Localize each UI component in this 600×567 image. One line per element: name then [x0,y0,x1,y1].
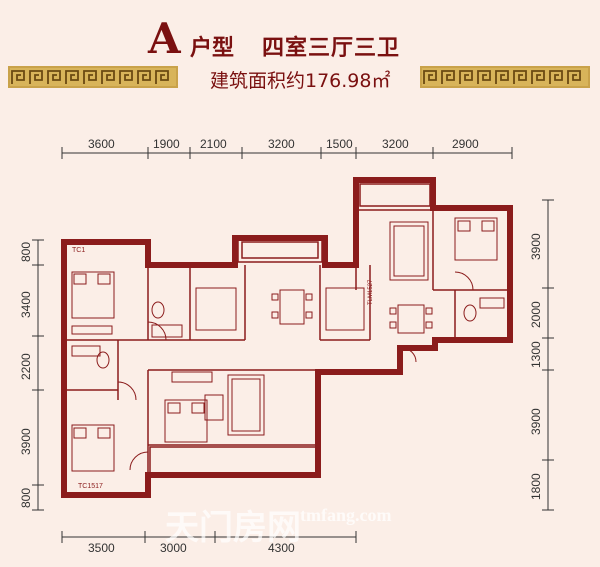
top-dim-label: 3600 [88,137,115,151]
top-dim-label: 2100 [200,137,227,151]
bottom-dim-label: 3000 [160,541,187,555]
balcony-top [237,237,323,263]
right-dim-label: 3900 [529,233,543,260]
left-dim-label: 800 [19,488,33,508]
bedroom-1-furniture [71,271,115,335]
window-label-tlm1527: TLM1527 [368,279,374,305]
plan-area: 建筑面积约176.98㎡ [210,70,391,92]
window-label-tc1: TC1 [72,247,85,254]
living-room-furniture [204,374,265,436]
dining-table [271,289,313,325]
left-dim-label: 2200 [19,353,33,380]
right-dim-label: 3900 [529,408,543,435]
bathroom-fixtures [71,297,505,369]
kitchen-counter [195,287,365,331]
top-dim-label: 3200 [268,137,295,151]
plan-type-word: 户型 [190,36,235,61]
top-dim-label: 1900 [153,137,180,151]
left-dimension-line: 800 3400 2200 3900 800 [19,239,44,511]
dining-table-2 [389,304,433,334]
top-dim-label: 2900 [452,137,479,151]
plan-rooms: 四室三厅三卫 [262,36,401,61]
bottom-dim-label: 3500 [88,541,115,555]
title-area: A 户型 四室三厅三卫 建筑面积约176.98㎡ [0,0,600,100]
bedroom-3-furniture [164,371,213,443]
bay-window-bottom [149,446,317,474]
floor-plan: 3600 1900 2100 3200 1500 3200 2900 3500 … [19,137,554,555]
right-dim-label: 1800 [529,473,543,500]
bedroom-2-furniture [71,424,115,472]
left-dim-label: 800 [19,242,33,262]
bedroom-4-furniture [454,217,498,261]
top-dim-label: 1500 [326,137,353,151]
door-arcs [117,271,474,471]
balcony-right-top [359,183,431,207]
decorative-border-left [8,66,178,88]
bottom-dimension-line: 3500 3000 4300 [61,531,357,555]
left-dim-label: 3400 [19,291,33,318]
watermark-text: 天门房网 [165,508,301,548]
right-dimension-line: 3900 2000 1300 3900 1800 [529,199,554,511]
right-dim-label: 1300 [529,341,543,368]
interior-walls [64,208,510,475]
top-dim-label: 3200 [382,137,409,151]
watermark-url: tmfang.com [300,505,392,525]
decorative-border-right [420,66,590,88]
bottom-dim-label: 4300 [268,541,295,555]
outer-walls [61,177,513,498]
window-label-tc1517: TC1517 [78,483,103,490]
right-dim-label: 2000 [529,301,543,328]
top-dimension-line: 3600 1900 2100 3200 1500 3200 2900 [61,137,513,159]
left-dim-label: 3900 [19,428,33,455]
living-room-2-furniture [389,221,429,281]
plan-letter: A [148,14,181,63]
